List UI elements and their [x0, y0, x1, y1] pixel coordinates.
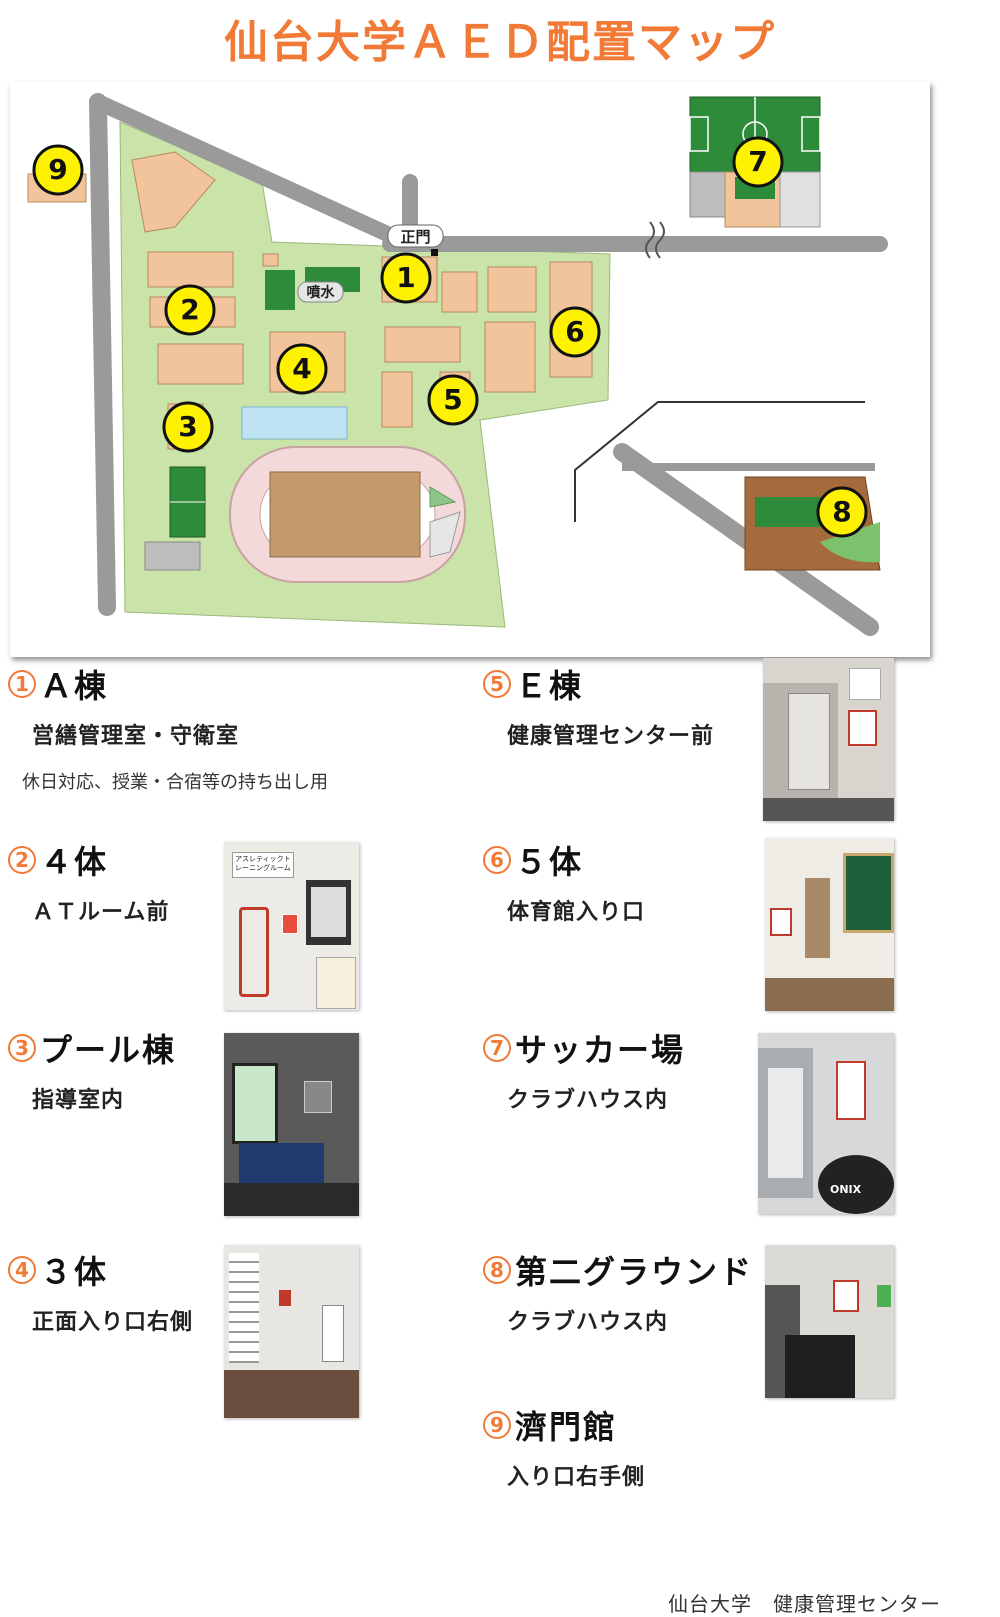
field-green — [429, 486, 457, 508]
entry-location: 健康管理センター前 — [507, 724, 715, 749]
photo-gym3-entrance — [224, 1245, 359, 1418]
entry-location: クラブハウス内 — [507, 1088, 669, 1113]
stands — [779, 171, 821, 228]
garden — [265, 270, 295, 310]
photo-health-center — [763, 658, 894, 821]
entry-title: Ｅ棟 — [515, 667, 584, 705]
road-break-mark — [645, 221, 655, 259]
aed-marker-8 — [816, 486, 868, 538]
building — [441, 271, 478, 313]
aed-marker-label: 2 — [180, 293, 200, 326]
road-diagonal — [90, 94, 413, 250]
entry-location: 営繕管理室・守衛室 — [32, 724, 240, 749]
entry-9: 9 濟門館 入り口右手側 — [483, 1403, 645, 1491]
aed-marker-1 — [380, 252, 432, 304]
building — [262, 253, 279, 267]
entry-title: ５体 — [515, 843, 584, 881]
entry-title: プール棟 — [40, 1031, 177, 1069]
aed-marker-label: 9 — [48, 153, 68, 186]
entry-7: 7 サッカー場 クラブハウス内 — [483, 1026, 685, 1114]
photo-at-room: アスレティックトレーニングルーム — [224, 842, 359, 1010]
building — [131, 151, 216, 233]
entry-title: 濟門館 — [515, 1408, 618, 1446]
entry-title: サッカー場 — [515, 1031, 686, 1069]
building — [147, 251, 234, 288]
aed-marker-label: 6 — [565, 315, 585, 348]
field-grey — [429, 511, 461, 558]
entry-number: 8 — [483, 1256, 511, 1284]
aed-marker-2 — [164, 284, 216, 336]
road-break-mark — [655, 221, 665, 259]
aed-marker-label: 1 — [396, 261, 416, 294]
entry-number: 5 — [483, 670, 511, 698]
entry-number: 3 — [8, 1034, 36, 1062]
photo-gymnasium-entrance — [765, 838, 894, 1011]
aed-marker-6 — [549, 306, 601, 358]
entry-note: 休日対応、授業・合宿等の持ち出し用 — [22, 772, 328, 793]
main-field — [269, 471, 421, 558]
entry-number: 2 — [8, 846, 36, 874]
entry-3: 3 プール棟 指導室内 — [8, 1026, 176, 1114]
entry-location: 入り口右手側 — [507, 1465, 646, 1490]
building — [384, 326, 461, 363]
entry-number: 6 — [483, 846, 511, 874]
aed-marker-4 — [276, 343, 328, 395]
photo-soccer-clubhouse: ONIX — [758, 1033, 894, 1214]
entry-8: 8 第二グラウンド クラブハウス内 — [483, 1248, 753, 1336]
aed-marker-label: 8 — [832, 495, 852, 528]
entry-location: ＡＴルーム前 — [32, 900, 170, 925]
photo-brand-text: ONIX — [830, 1183, 862, 1196]
campus-map-drawing — [27, 93, 888, 636]
main-gate-label: 正門 — [400, 228, 431, 246]
fountain-label: 噴水 — [306, 285, 335, 301]
entry-location: 体育館入り口 — [507, 900, 646, 925]
entry-number: 4 — [8, 1256, 36, 1284]
entry-6: 6 ５体 体育館入り口 — [483, 838, 645, 926]
photo-pool-office — [224, 1033, 359, 1216]
entry-2: 2 ４体 ＡＴルーム前 — [8, 838, 169, 926]
aed-marker-9 — [32, 144, 84, 196]
entry-location: 正面入り口右側 — [32, 1310, 194, 1335]
entry-title: ３体 — [40, 1253, 109, 1291]
entry-title: ４体 — [40, 843, 109, 881]
entry-title: 第二グラウンド — [515, 1253, 754, 1291]
clubhouse-building — [689, 171, 726, 218]
entry-location: クラブハウス内 — [507, 1310, 669, 1335]
entry-number: 7 — [483, 1034, 511, 1062]
entry-number: 9 — [483, 1411, 511, 1439]
pool — [241, 406, 348, 440]
photo-sign: アスレティックトレーニングルーム — [232, 852, 294, 878]
footer-credit: 仙台大学 健康管理センター — [668, 1592, 941, 1616]
building — [487, 266, 537, 313]
photo-second-ground-clubhouse — [765, 1245, 894, 1398]
aed-marker-label: 5 — [443, 383, 463, 416]
building — [381, 371, 413, 428]
storage-building — [144, 541, 201, 571]
building — [484, 321, 536, 393]
aed-marker-label: 7 — [748, 145, 768, 178]
fountain-label-box — [297, 281, 344, 303]
main-gate-label-box — [387, 224, 444, 248]
entry-title: Ａ棟 — [40, 667, 109, 705]
road-outline — [574, 401, 865, 522]
campus-map: 正門 噴水 1 2 3 4 5 6 7 8 9 — [10, 82, 930, 657]
aed-marker-5 — [427, 374, 479, 426]
aed-marker-label: 4 — [292, 352, 312, 385]
page-title: 仙台大学ＡＥＤ配置マップ — [224, 17, 776, 68]
entry-number: 1 — [8, 670, 36, 698]
aed-marker-3 — [162, 401, 214, 453]
entry-1: 1 Ａ棟 営繕管理室・守衛室 休日対応、授業・合宿等の持ち出し用 — [8, 662, 328, 794]
entry-5: 5 Ｅ棟 健康管理センター前 — [483, 662, 714, 750]
entry-4: 4 ３体 正面入り口右側 — [8, 1248, 193, 1336]
aed-marker-label: 3 — [178, 410, 198, 443]
building — [157, 343, 244, 385]
road-west — [89, 93, 116, 616]
aed-marker-7 — [732, 136, 784, 188]
entry-location: 指導室内 — [32, 1088, 125, 1113]
